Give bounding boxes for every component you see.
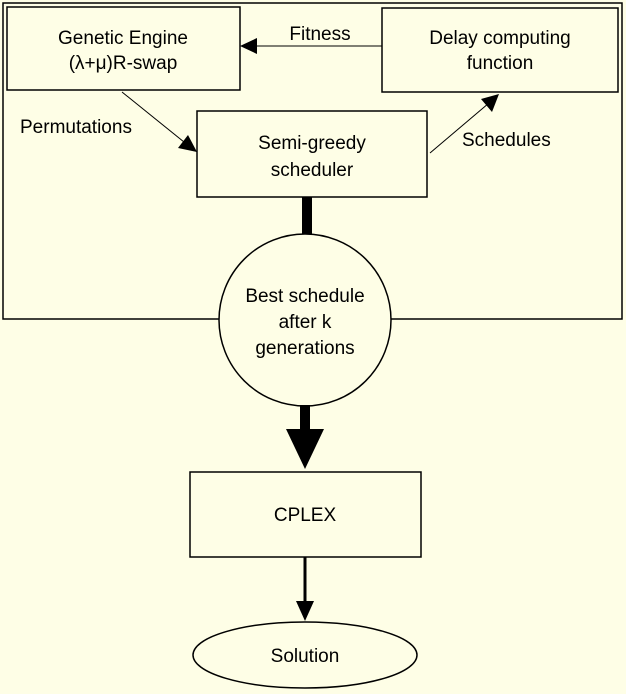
schedules-label: Schedules xyxy=(462,130,551,151)
scheduler-label-line2: scheduler xyxy=(271,160,354,181)
genetic-engine-label-line1: Genetic Engine xyxy=(58,28,188,49)
delay-function-node: Delay computing function xyxy=(381,7,619,93)
scheduler-to-best-connector xyxy=(302,197,312,241)
best-to-cplex-arrow xyxy=(286,405,324,469)
cplex-to-solution-arrow xyxy=(296,557,314,621)
cplex-node: CPLEX xyxy=(189,471,422,558)
scheduler-label-line1: Semi-greedy xyxy=(258,133,366,154)
solution-label: Solution xyxy=(271,646,340,667)
genetic-engine-label-line2: (λ+μ)R-swap xyxy=(69,53,178,74)
permutations-label: Permutations xyxy=(20,117,132,138)
best-schedule-label-line3: generations xyxy=(255,338,354,359)
solution-node: Solution xyxy=(192,621,418,689)
permutations-edge: Permutations xyxy=(20,91,197,152)
best-schedule-label-line1: Best schedule xyxy=(245,286,364,307)
fitness-label: Fitness xyxy=(289,24,350,45)
fitness-edge: Fitness xyxy=(240,24,382,54)
cplex-label: CPLEX xyxy=(274,505,337,526)
best-schedule-label-line2: after k xyxy=(279,312,332,333)
schedules-edge: Schedules xyxy=(429,94,551,154)
best-schedule-node: Best schedule after k generations xyxy=(218,233,392,407)
genetic-engine-node: Genetic Engine (λ+μ)R-swap xyxy=(6,6,241,91)
scheduler-node: Semi-greedy scheduler xyxy=(196,110,428,198)
delay-function-label-line2: function xyxy=(467,53,534,74)
delay-function-label-line1: Delay computing xyxy=(429,28,571,49)
